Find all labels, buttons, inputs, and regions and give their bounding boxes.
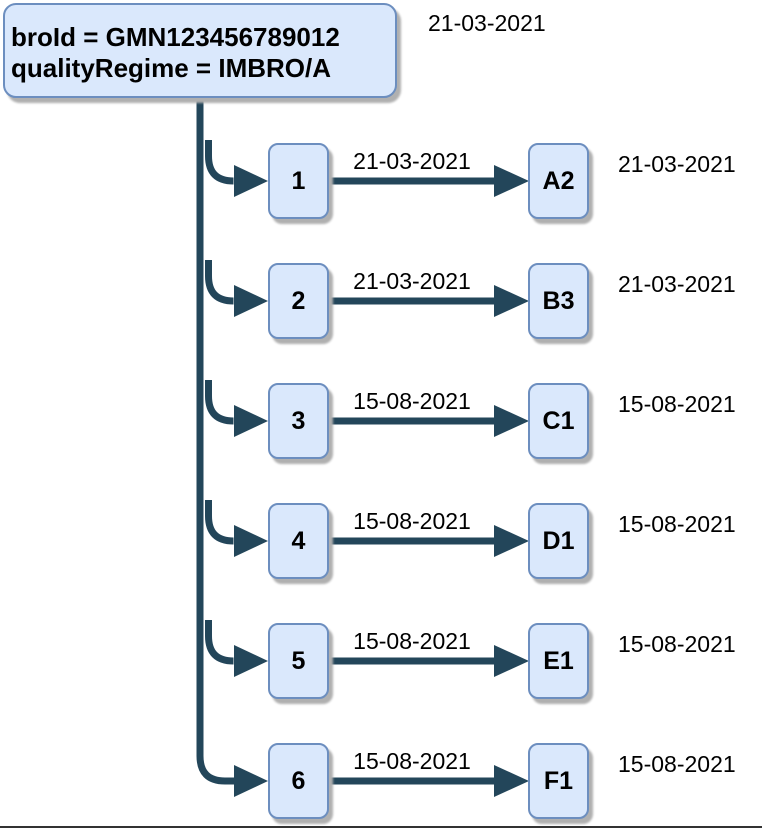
target-node-a2: A2 (528, 143, 589, 219)
branch-arrowhead-3 (234, 405, 268, 437)
target-node-c1: C1 (528, 383, 589, 459)
trunk-connector (196, 97, 234, 785)
edge-arrowhead-1 (494, 165, 529, 197)
right-date-label: 21-03-2021 (618, 151, 736, 177)
edge-date-label: 21-03-2021 (353, 268, 471, 294)
root-node-quality-regime: qualityRegime = IMBRO/A (11, 53, 331, 83)
right-date-label: 21-03-2021 (618, 271, 736, 297)
branch-arrowhead-6 (234, 765, 268, 797)
root-date: 21-03-2021 (428, 10, 546, 36)
right-date-label: 15-08-2021 (618, 391, 736, 417)
screenshot-bottom-edge-line (0, 826, 762, 828)
version-node-5: 5 (268, 623, 329, 699)
branch-connector-4 (205, 500, 234, 545)
target-node-b3: B3 (528, 263, 589, 339)
edge-arrowhead-5 (494, 645, 529, 677)
version-node-6: 6 (268, 743, 329, 819)
right-date-label: 15-08-2021 (618, 631, 736, 657)
version-node-2: 2 (268, 263, 329, 339)
right-date-label: 15-08-2021 (618, 511, 736, 537)
branch-arrowhead-1 (234, 165, 268, 197)
edge-arrowhead-3 (494, 405, 529, 437)
branch-connector-3 (205, 380, 234, 425)
edge-date-label: 15-08-2021 (353, 748, 471, 774)
edge-arrowhead-6 (494, 765, 529, 797)
edge-date-label: 15-08-2021 (353, 628, 471, 654)
branch-arrowhead-2 (234, 285, 268, 317)
branch-connector-2 (205, 260, 234, 305)
edge-date-label: 21-03-2021 (353, 148, 471, 174)
edge-date-label: 15-08-2021 (353, 388, 471, 414)
version-node-4: 4 (268, 503, 329, 579)
right-date-label: 15-08-2021 (618, 751, 736, 777)
branch-arrowhead-4 (234, 525, 268, 557)
root-node-broid: broId = GMN123456789012 (11, 22, 340, 52)
target-node-e1: E1 (528, 623, 589, 699)
target-node-f1: F1 (528, 743, 589, 819)
target-node-d1: D1 (528, 503, 589, 579)
edge-arrowhead-4 (494, 525, 529, 557)
version-node-1: 1 (268, 143, 329, 219)
version-node-3: 3 (268, 383, 329, 459)
branch-connector-5 (205, 620, 234, 665)
branch-arrowhead-5 (234, 645, 268, 677)
root-node: broId = GMN123456789012 qualityRegime = … (3, 3, 397, 98)
edge-date-label: 15-08-2021 (353, 508, 471, 534)
edge-arrowhead-2 (494, 285, 529, 317)
branch-connector-1 (205, 140, 234, 185)
